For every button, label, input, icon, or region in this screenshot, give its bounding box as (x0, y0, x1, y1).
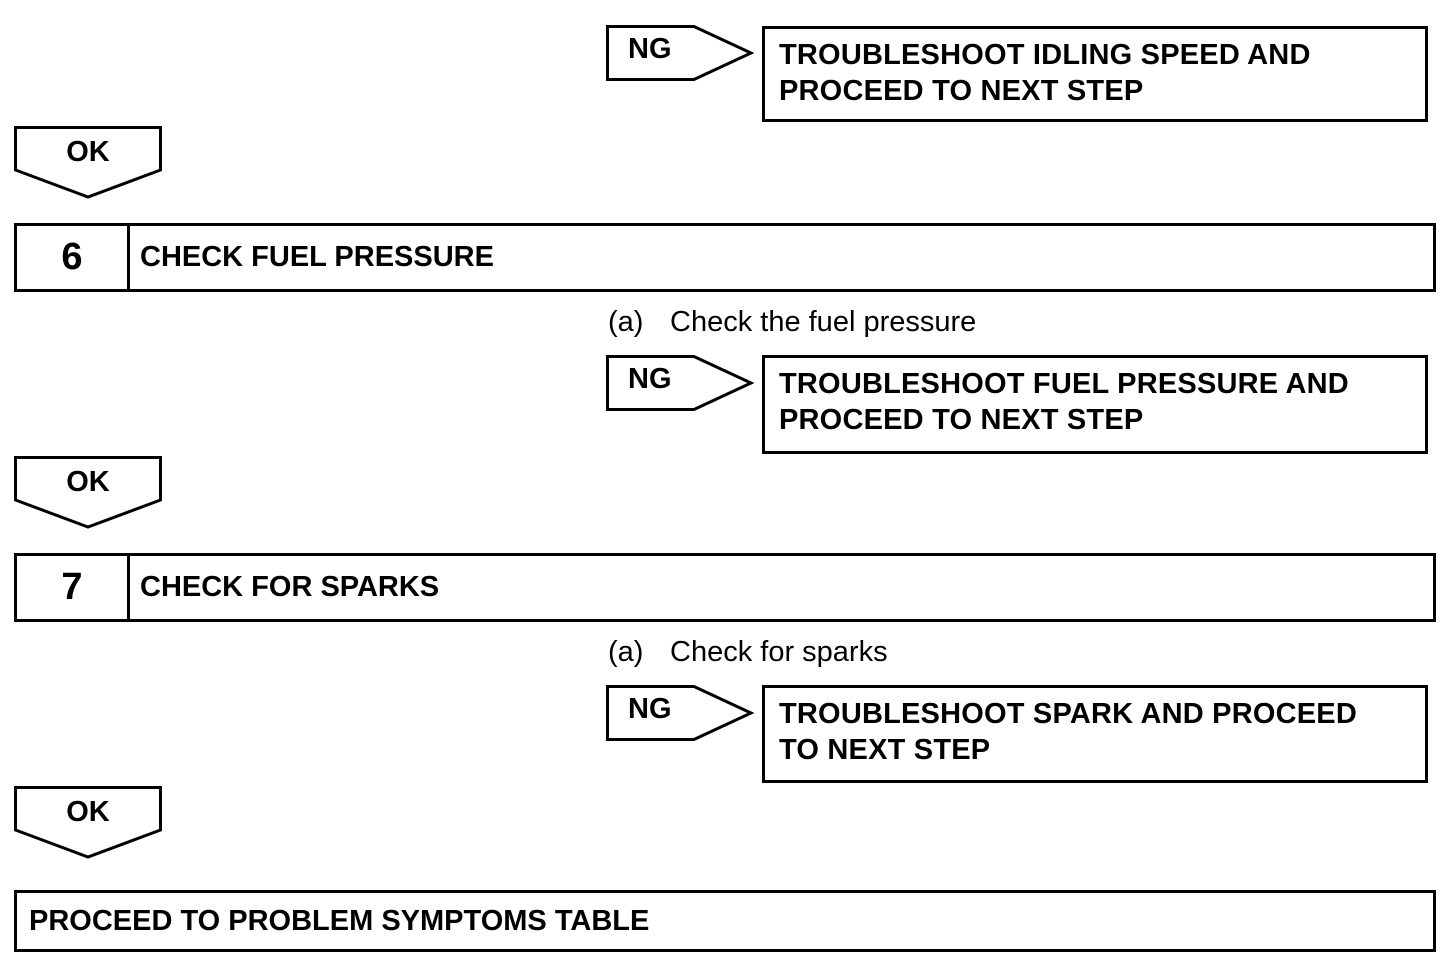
sub-marker: (a) (608, 306, 644, 338)
ng-arrow-tag: NG (606, 25, 754, 81)
sub-text: Check for sparks (670, 636, 888, 668)
ng-result-line: TROUBLESHOOT IDLING SPEED AND (779, 39, 1311, 71)
step-row-7: 7 CHECK FOR SPARKS (14, 553, 1436, 622)
ok-arrow-tag: OK (14, 126, 162, 200)
ok-arrow-tag: OK (14, 786, 162, 860)
ok-label: OK (66, 466, 110, 498)
step-sub-instruction: (a) Check the fuel pressure (608, 305, 976, 339)
ng-label: NG (628, 33, 672, 65)
ng-arrow-shape (606, 355, 754, 411)
ng-result-box-fuel-pressure: TROUBLESHOOT FUEL PRESSURE AND PROCEED T… (762, 355, 1428, 454)
ng-label: NG (628, 363, 672, 395)
ng-arrow-tag: NG (606, 355, 754, 411)
ok-arrow-shape (14, 786, 162, 859)
ng-result-line: TROUBLESHOOT SPARK AND PROCEED (779, 698, 1357, 730)
ng-arrow-tag: NG (606, 685, 754, 741)
ng-arrow-shape (606, 685, 754, 741)
step-number: 6 (17, 226, 130, 289)
final-step-box: PROCEED TO PROBLEM SYMPTOMS TABLE (14, 890, 1436, 952)
final-step-text: PROCEED TO PROBLEM SYMPTOMS TABLE (29, 904, 650, 937)
ng-result-line: TO NEXT STEP (779, 734, 991, 766)
ng-result-line: PROCEED TO NEXT STEP (779, 75, 1144, 107)
ng-label: NG (628, 693, 672, 725)
sub-text: Check the fuel pressure (670, 306, 977, 338)
ok-arrow-shape (14, 126, 162, 199)
ng-result-line: PROCEED TO NEXT STEP (779, 404, 1144, 436)
step-title: CHECK FOR SPARKS (140, 571, 440, 603)
ng-result-line: TROUBLESHOOT FUEL PRESSURE AND (779, 368, 1349, 400)
ng-result-box-idling-speed: TROUBLESHOOT IDLING SPEED AND PROCEED TO… (762, 26, 1428, 122)
step-number: 7 (17, 556, 130, 619)
ng-arrow-shape (606, 25, 754, 81)
ng-result-box-spark: TROUBLESHOOT SPARK AND PROCEED TO NEXT S… (762, 685, 1428, 783)
step-row-6: 6 CHECK FUEL PRESSURE (14, 223, 1436, 292)
ok-label: OK (66, 136, 110, 168)
ok-label: OK (66, 796, 110, 828)
step-sub-instruction: (a) Check for sparks (608, 635, 888, 669)
step-title: CHECK FUEL PRESSURE (140, 241, 494, 273)
ok-arrow-tag: OK (14, 456, 162, 530)
ok-arrow-shape (14, 456, 162, 529)
sub-marker: (a) (608, 636, 644, 668)
